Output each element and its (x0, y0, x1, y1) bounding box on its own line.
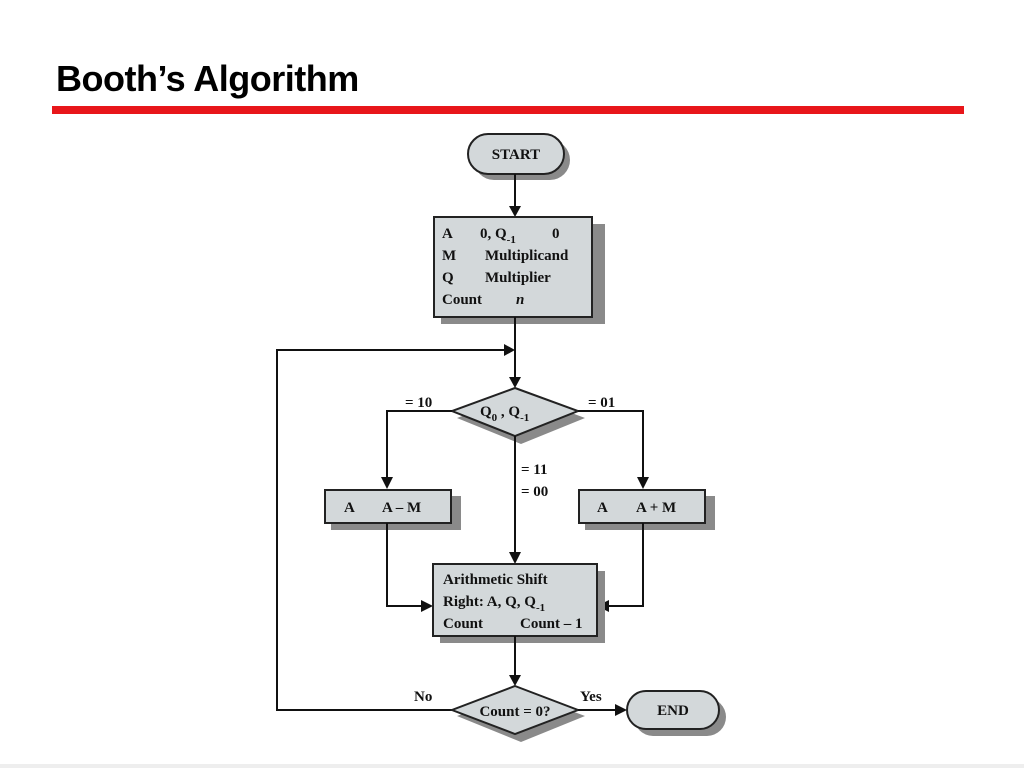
shift-box: Arithmetic Shift Right: A, Q, Q-1 Count … (432, 563, 605, 643)
start-terminal: START (467, 133, 570, 180)
add-right: A + M (636, 500, 676, 516)
page-title: Booth’s Algorithm (56, 58, 359, 99)
loop-back-connector (276, 349, 505, 711)
shift-line-3-left: Count (443, 616, 483, 632)
arrowhead (504, 344, 515, 356)
arrowhead (509, 675, 521, 686)
subtract-box: A A – M (324, 489, 461, 530)
start-label: START (492, 147, 540, 163)
init-row-q-right: Multiplier (485, 270, 551, 286)
arrowhead (381, 477, 393, 489)
connector-subtract-shift (386, 523, 422, 607)
branch-label-01: = 01 (588, 395, 615, 411)
arrowhead (509, 377, 521, 388)
init-row-a-right: 0, Q-1 (480, 226, 516, 246)
label-yes: Yes (580, 689, 602, 705)
subtract-right: A – M (382, 500, 421, 516)
branch-label-11: = 11 (521, 462, 547, 478)
add-left: A (597, 500, 608, 516)
connector-branch-10 (386, 410, 452, 478)
connector-branch-01 (578, 410, 644, 478)
shift-line-1: Arithmetic Shift (443, 572, 548, 588)
init-row-m-left: M (442, 248, 456, 264)
init-row-q-left: Q (442, 270, 454, 286)
arrowhead (509, 552, 521, 564)
arrowhead (509, 206, 521, 217)
label-no: No (414, 689, 432, 705)
end-label: END (657, 703, 689, 719)
decision-count-label: Count = 0? (479, 704, 550, 720)
init-row-a-value: 0 (552, 226, 560, 242)
subtract-left: A (344, 500, 355, 516)
shift-line-3-right: Count – 1 (520, 616, 583, 632)
arrowhead (615, 704, 627, 716)
init-row-a-left: A (442, 226, 453, 242)
branch-label-10: = 10 (405, 395, 432, 411)
init-row-m-right: Multiplicand (485, 248, 569, 264)
branch-label-00: = 00 (521, 484, 548, 500)
decision-bits-label: Q0 , Q-1 (480, 404, 529, 424)
init-row-count-right: n (516, 292, 524, 308)
connector-add-shift (608, 523, 644, 607)
title-underline (52, 106, 964, 114)
decision-count: Count = 0? (449, 684, 585, 742)
arrowhead (637, 477, 649, 489)
shift-line-2: Right: A, Q, Q-1 (443, 594, 545, 614)
footer-divider (0, 764, 1024, 768)
arrowhead (421, 600, 433, 612)
end-terminal: END (626, 690, 726, 736)
decision-bits: Q0 , Q-1 (449, 386, 585, 444)
init-box: A 0, Q-1 0 M Multiplicand Q Multiplier C… (433, 216, 605, 324)
add-box: A A + M (578, 489, 715, 530)
init-row-count-left: Count (442, 292, 482, 308)
